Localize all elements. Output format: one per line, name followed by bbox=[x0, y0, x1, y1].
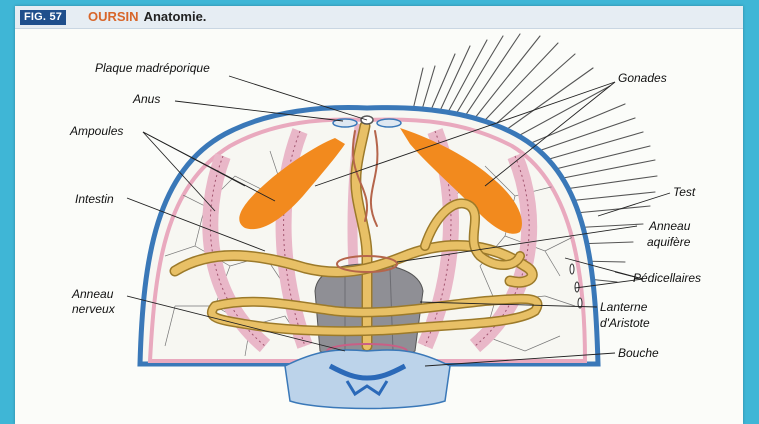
label-anneau-nerveux-line1: Anneau bbox=[71, 287, 114, 301]
label-anneau-nerveux-line2: nerveux bbox=[72, 302, 116, 316]
urchin-anatomy-diagram: Plaque madréporique Anus Ampoules Intest… bbox=[15, 6, 743, 424]
label-ampoules: Ampoules bbox=[69, 124, 123, 138]
label-intestin: Intestin bbox=[75, 192, 114, 206]
label-lanterne-line1: Lanterne bbox=[600, 300, 648, 314]
label-bouche: Bouche bbox=[618, 346, 659, 360]
label-gonades: Gonades bbox=[618, 71, 667, 85]
label-test: Test bbox=[673, 185, 696, 199]
label-anneau-aquifere-line2: aquifère bbox=[647, 235, 691, 249]
label-plaque-madreporique: Plaque madréporique bbox=[95, 61, 210, 75]
peristome bbox=[285, 350, 450, 409]
label-anneau-aquifere-line1: Anneau bbox=[648, 219, 691, 233]
label-pedicellaires: Pédicellaires bbox=[633, 271, 701, 285]
label-lanterne-line2: d'Aristote bbox=[600, 316, 650, 330]
label-anus: Anus bbox=[132, 92, 160, 106]
